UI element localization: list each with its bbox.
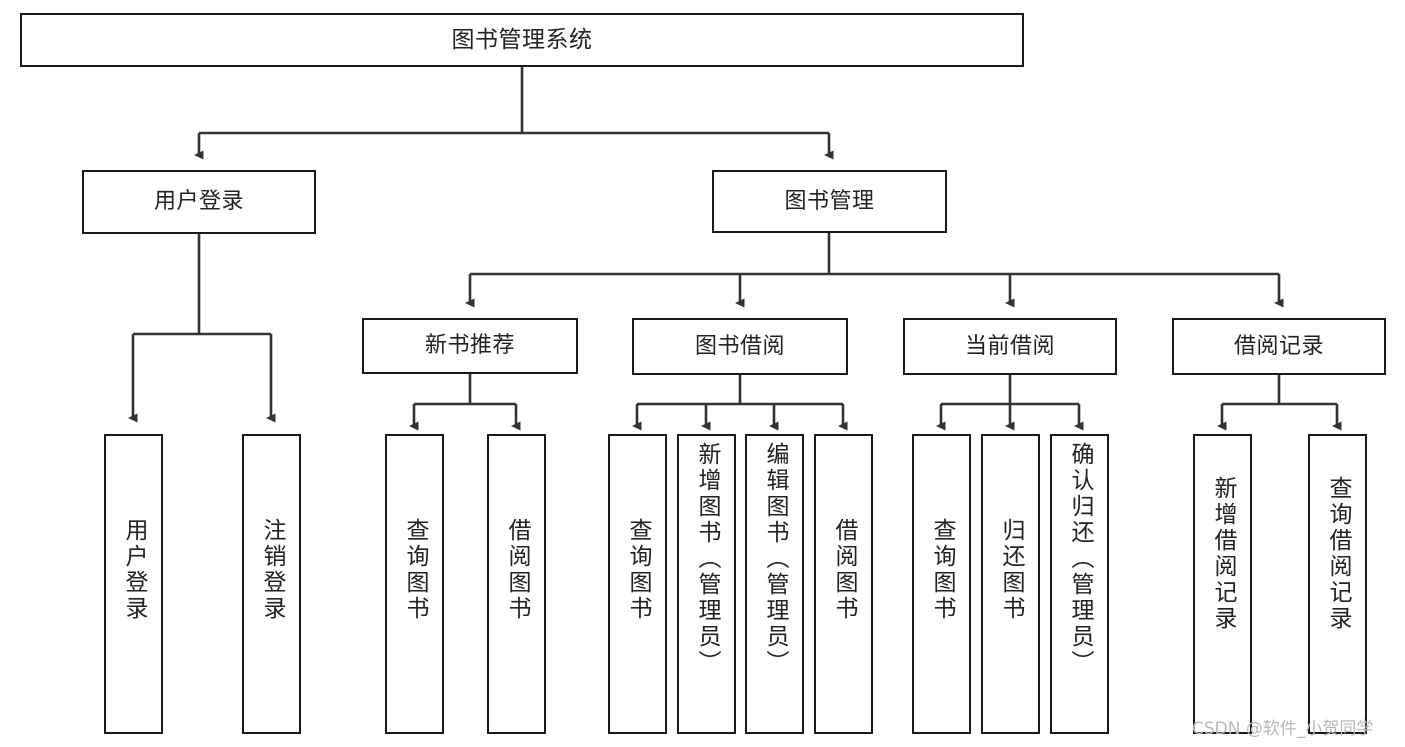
node-leaf-logout-login[interactable]: 注销登录 — [242, 434, 301, 734]
node-label: 查询图书 — [402, 518, 428, 622]
node-leaf-edit-book[interactable]: 编辑图书（管理员） — [745, 434, 804, 734]
node-root-system[interactable]: 图书管理系统 — [20, 13, 1024, 67]
node-leaf-add-book[interactable]: 新增图书（管理员） — [677, 434, 736, 734]
node-leaf-borrow-book-1[interactable]: 借阅图书 — [487, 434, 546, 734]
node-label: 图书管理 — [784, 188, 875, 214]
node-label: 确认归还（管理员） — [1067, 442, 1093, 676]
node-leaf-return-book[interactable]: 归还图书 — [981, 434, 1040, 734]
node-label: 查询借阅记录 — [1325, 476, 1351, 632]
node-current-borrow[interactable]: 当前借阅 — [903, 318, 1117, 375]
node-new-book-recommend[interactable]: 新书推荐 — [362, 318, 578, 374]
node-label: 图书借阅 — [694, 333, 785, 359]
node-label: 新增图书（管理员） — [694, 442, 720, 676]
node-leaf-query-book-2[interactable]: 查询图书 — [608, 434, 667, 734]
node-book-manage[interactable]: 图书管理 — [712, 170, 947, 233]
node-label: 用户登录 — [153, 189, 244, 214]
node-label: 借阅记录 — [1233, 333, 1324, 359]
node-label: 借阅图书 — [831, 518, 857, 622]
node-label: 借阅图书 — [504, 518, 530, 622]
node-leaf-query-book-3[interactable]: 查询图书 — [912, 434, 971, 734]
node-label: 新书推荐 — [424, 333, 515, 358]
node-label: 查询图书 — [625, 518, 651, 622]
node-leaf-user-login[interactable]: 用户登录 — [104, 434, 163, 734]
node-book-borrow[interactable]: 图书借阅 — [632, 318, 848, 375]
node-leaf-query-record[interactable]: 查询借阅记录 — [1308, 434, 1367, 734]
node-label: 用户登录 — [121, 518, 147, 622]
node-leaf-borrow-book-2[interactable]: 借阅图书 — [814, 434, 873, 734]
node-label: 查询图书 — [929, 518, 955, 622]
node-label: 注销登录 — [259, 518, 285, 622]
node-label: 图书管理系统 — [451, 26, 593, 53]
node-label: 当前借阅 — [964, 333, 1055, 359]
node-user-login[interactable]: 用户登录 — [82, 170, 316, 234]
node-leaf-query-book-1[interactable]: 查询图书 — [385, 434, 444, 734]
node-label: 新增借阅记录 — [1210, 476, 1236, 632]
node-leaf-add-record[interactable]: 新增借阅记录 — [1193, 434, 1252, 734]
node-borrow-record[interactable]: 借阅记录 — [1172, 318, 1386, 375]
node-leaf-confirm-return[interactable]: 确认归还（管理员） — [1050, 434, 1109, 734]
node-label: 归还图书 — [998, 518, 1024, 622]
node-label: 编辑图书（管理员） — [762, 442, 788, 676]
